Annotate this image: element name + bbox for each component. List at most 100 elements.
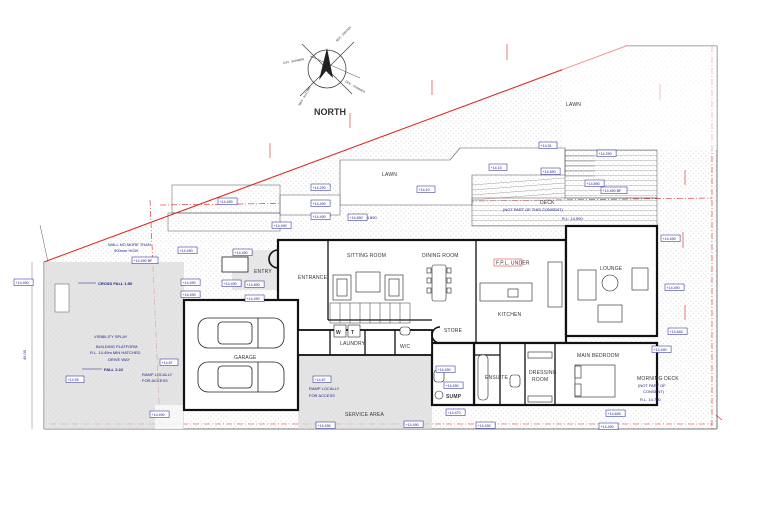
- level-tag-box: [13, 278, 34, 286]
- room-label-dressing-room: ROOM: [532, 377, 548, 383]
- furniture: [332, 261, 649, 403]
- level-tag: +14.490: [406, 423, 419, 427]
- morning-deck-rl: R.L. 14.750: [640, 397, 661, 402]
- level-tag-box: [232, 248, 253, 256]
- level-tag-box: [315, 421, 336, 429]
- level-tag-box: [271, 221, 292, 229]
- note-ramp: FOR ACCESS: [309, 393, 335, 398]
- level-tag: +14.490 BF: [134, 259, 153, 263]
- level-tag-box: [244, 294, 265, 302]
- note-visibility: VISIBILITY SPLAY: [94, 334, 128, 339]
- level-tag: +14.490: [224, 282, 237, 286]
- level-tag-box: [600, 186, 628, 194]
- level-tag: +14.490: [220, 200, 233, 204]
- site-notes: WALL NO MORE THAN 900mm HIGH CROSS FALL …: [22, 215, 377, 429]
- level-tag: +14.87: [315, 378, 326, 382]
- level-tag-box: [221, 279, 242, 287]
- level-tag-box: [149, 410, 170, 418]
- room-label-wc: W/C: [400, 344, 411, 350]
- level-tag: +14.10: [419, 188, 430, 192]
- room-label-fireplace: F.P.L. UNDER: [496, 261, 530, 267]
- level-tag-box: [180, 278, 201, 286]
- level-tag-box: [584, 179, 605, 187]
- level-tag-box: [65, 375, 85, 383]
- room-label-sump: SUMP: [446, 394, 462, 400]
- level-tags: +14.290+14.690+14.890+14.51+14.15+14.490…: [13, 141, 688, 430]
- deck-rl: R.L. 14.590: [562, 216, 583, 221]
- room-label-morning-deck: MORNING DECK: [637, 376, 679, 382]
- room-label-lawn-top: LAWN: [566, 102, 581, 108]
- store-curve: [431, 326, 475, 344]
- level-tag: +14.690: [543, 170, 556, 174]
- level-tag: +14.645: [608, 412, 621, 416]
- level-tag-box: [180, 290, 201, 298]
- level-tag-box: [651, 345, 672, 353]
- level-tag-box: [443, 381, 464, 389]
- level-tag: +14.890: [350, 216, 363, 220]
- level-tag: +14.290: [313, 186, 326, 190]
- level-tag-box: [310, 212, 331, 220]
- morning-deck-note: CONSENT): [643, 389, 665, 394]
- room-label-dining: DINING ROOM: [422, 253, 459, 259]
- note-ramp: RAMP LOCALLY: [309, 386, 340, 391]
- entry-curve: [268, 249, 279, 269]
- level-tag-box: [667, 327, 688, 335]
- level-tag-box: [159, 358, 179, 366]
- level-tag: +14.490: [667, 286, 680, 290]
- north-label: NORTH: [314, 107, 346, 117]
- level-tag: +14.490: [318, 424, 331, 428]
- level-tag-box: [403, 420, 424, 428]
- level-tag: +14.490: [247, 297, 260, 301]
- level-tag-box: [416, 185, 436, 193]
- north-ray-label: DEC - SUMMER: [345, 79, 367, 94]
- note-fall: FALL 1:22: [104, 367, 124, 372]
- level-tag: +14.470: [448, 411, 461, 415]
- paved-areas: [44, 250, 432, 429]
- room-label-main-bedroom: MAIN BEDROOM: [577, 353, 619, 359]
- note-ramp: FOR ACCESS: [142, 378, 168, 383]
- level-tag-box: [664, 283, 685, 291]
- morning-deck-note: (NOT PART OF: [638, 383, 666, 388]
- level-tag: +14.490: [446, 384, 459, 388]
- level-tag: +14.490: [274, 224, 287, 228]
- level-tag: +14.87: [162, 361, 173, 365]
- level-tag: +14.15: [491, 166, 502, 170]
- north-ray-label: JUN - SUMMER: [282, 57, 305, 65]
- note-crossfall: CROSS FALL 1:50: [98, 281, 133, 286]
- level-tag-box: [445, 408, 466, 416]
- room-label-w: W: [336, 330, 341, 336]
- note-driveway: DRIVE WAY: [108, 357, 130, 362]
- room-label-entry: ENTRY: [254, 269, 272, 275]
- note-platform: BUILDING PLATFORM: [96, 344, 138, 349]
- room-label-t: T: [351, 330, 354, 336]
- level-tag-box: [217, 197, 238, 205]
- note-platform: R.L. 14.49m MIN HATCHED: [90, 350, 140, 355]
- level-tag-box: [435, 365, 456, 373]
- level-tag: +14.290: [599, 152, 612, 156]
- level-tag: +14.490: [313, 202, 326, 206]
- level-tag: +14.490: [183, 293, 196, 297]
- room-label-service-area: SERVICE AREA: [345, 412, 384, 418]
- room-label-dressing: DRESSING: [529, 370, 557, 376]
- level-tag-box: [660, 234, 681, 242]
- room-label-kitchen: KITCHEN: [498, 312, 522, 318]
- north-arrow: SEP - WINTER DEC - SUMMER MAR - AUTUMN J…: [282, 25, 366, 117]
- room-label-sitting: SITTING ROOM: [347, 253, 386, 259]
- level-tag-box: [310, 199, 331, 207]
- room-label-lounge: LOUNGE: [600, 266, 623, 272]
- level-tag-box: [488, 163, 508, 171]
- level-tag: +14.890: [587, 182, 600, 186]
- level-tag-box: [177, 246, 198, 254]
- room-label-laundry: LAUNDRY: [340, 341, 366, 347]
- level-tag: +14.490: [601, 425, 614, 429]
- level-tag-box: [312, 375, 332, 383]
- level-tag-box: [244, 280, 265, 288]
- stairs: [329, 302, 411, 324]
- level-tag: +14.490: [183, 281, 196, 285]
- room-label-store: STORE: [444, 328, 463, 334]
- room-labels: SITTING ROOM DINING ROOM F.P.L. UNDER LO…: [234, 253, 679, 418]
- deck-note: (NOT PART OF THIS CONSENT): [503, 207, 564, 212]
- level-tag-box: [347, 213, 368, 221]
- level-tag: +14.490: [235, 251, 248, 255]
